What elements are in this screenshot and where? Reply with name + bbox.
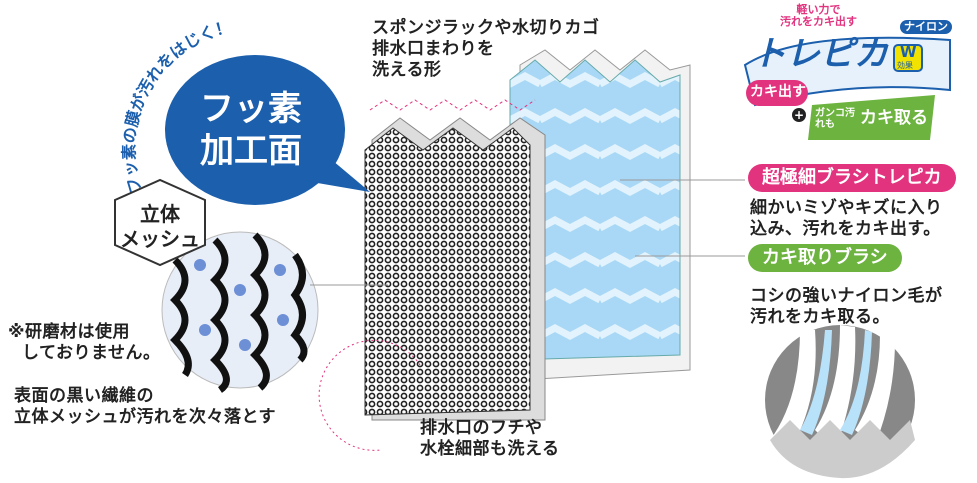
logo-gankou: ガンコ汚れも (815, 108, 855, 130)
fluorine-bubble: フッ素の膜が汚れをはじく！ (120, 17, 370, 205)
desc-line: 込み、汚れをカキ出す。 (750, 219, 941, 239)
mesh-label: 立体 メッシュ (118, 202, 202, 252)
desc-line: 立体メッシュが汚れを次々落とす (14, 407, 276, 427)
bubble-line-1: フッ素 (200, 89, 302, 129)
bottom-caption: 排水口のフチや 水栓細部も洗える (420, 418, 560, 460)
nylon-closeup (765, 325, 915, 479)
logo-tagline: 軽い力で 汚れをカキ出す (780, 4, 857, 28)
blue-sponge (509, 49, 691, 381)
mesh-label-1: 立体 (140, 202, 180, 226)
logo-nylon: ナイロン (900, 20, 952, 34)
note-line: しておりません。 (22, 343, 161, 363)
note-line: ※研磨材は使用 (8, 322, 131, 342)
mesh-closeup (114, 178, 319, 393)
logo-effect: 効果 (897, 61, 913, 70)
caption-line: 排水口まわりを (372, 39, 495, 59)
logo-w: W (900, 43, 917, 61)
caption-line: 洗える形 (372, 60, 442, 80)
abrasive-note: ※研磨材は使用 しておりません。 (8, 322, 160, 364)
desc-line: 細かいミゾやキズに入り (750, 198, 943, 218)
caption-line: スポンジラックや水切りカゴ (372, 18, 600, 38)
feature-badge-green: カキ取りブラシ (748, 244, 902, 272)
logo-kakitoru: カキ取る (860, 108, 928, 128)
feature-desc-2: コシの強いナイロン毛が 汚れをカキ取る。 (750, 286, 943, 328)
desc-line: 汚れをカキ取る。 (750, 307, 890, 327)
bubble-title: フッ素 加工面 (200, 88, 302, 172)
mesh-description: 表面の黒い繊維の 立体メッシュが汚れを次々落とす (14, 386, 276, 428)
bubble-line-2: 加工面 (200, 131, 302, 171)
mesh-sponge (364, 117, 546, 421)
logo-kakidasu: カキ出す (750, 84, 806, 100)
logo-name: トレピカ (752, 34, 888, 74)
desc-line: 表面の黒い繊維の (14, 386, 154, 406)
caption-line: 排水口のフチや (420, 418, 543, 438)
mesh-label-2: メッシュ (120, 227, 200, 251)
logo-tagline-2: 汚れをカキ出す (780, 15, 857, 28)
logo-plus: + (792, 108, 806, 122)
feature-desc-1: 細かいミゾやキズに入り 込み、汚れをカキ出す。 (750, 198, 943, 240)
desc-line: コシの強いナイロン毛が (750, 286, 943, 306)
caption-line: 水栓細部も洗える (420, 439, 560, 459)
logo-tagline-1: 軽い力で (796, 3, 841, 16)
feature-badge-pink: 超極細ブラシトレピカ (748, 164, 956, 192)
top-caption: スポンジラックや水切りカゴ 排水口まわりを 洗える形 (372, 18, 600, 81)
torepika-logo (743, 36, 951, 140)
